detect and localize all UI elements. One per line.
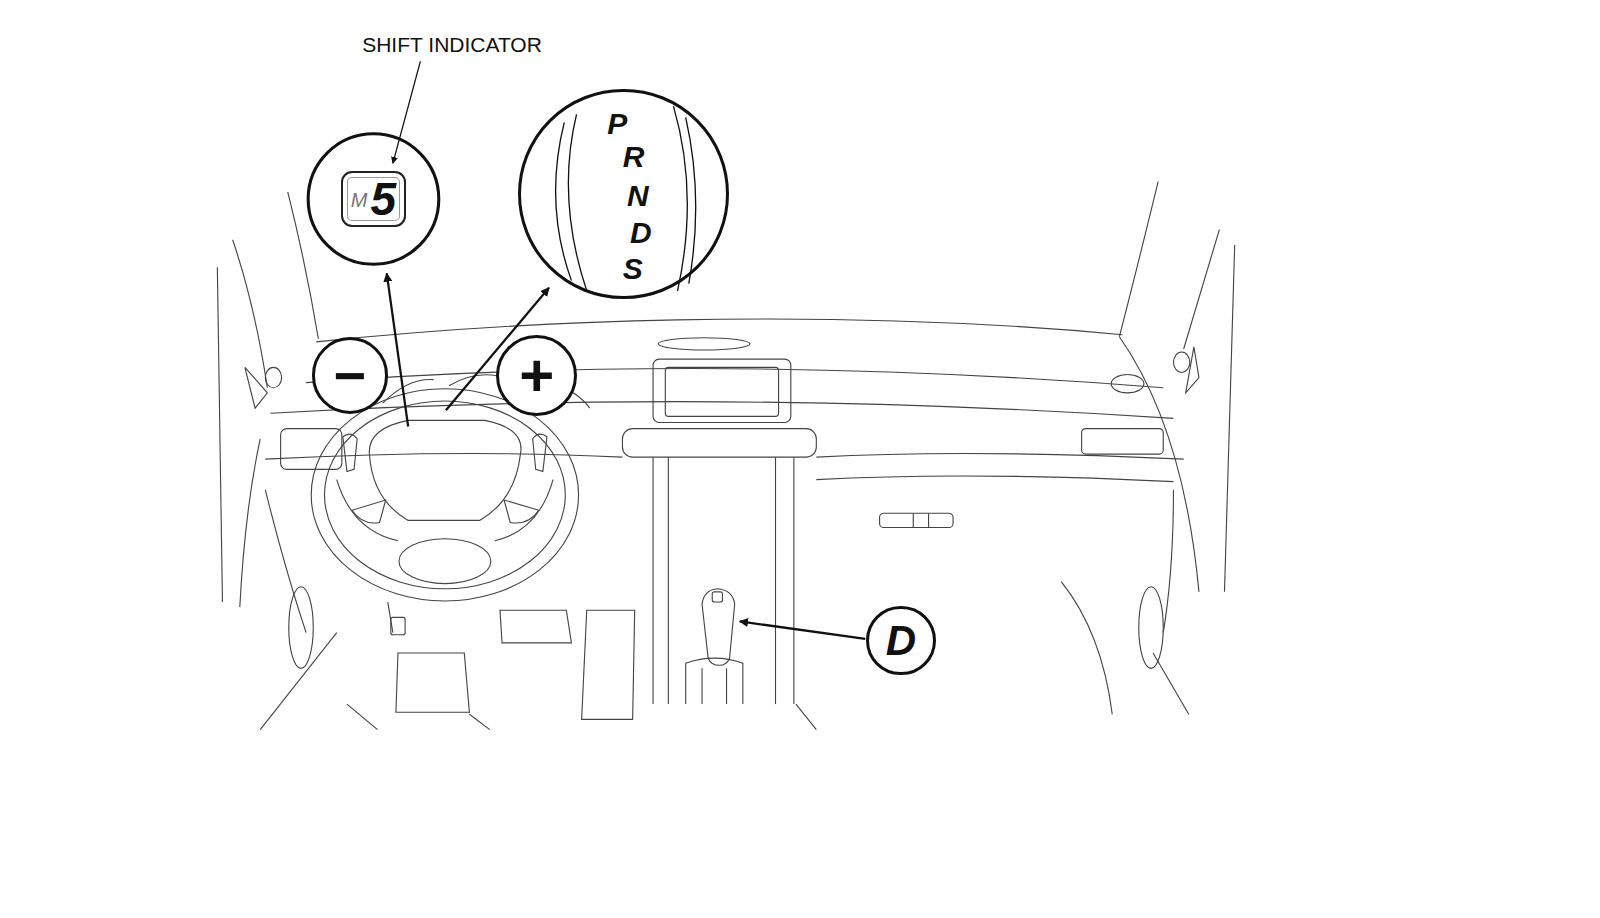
illustration-line (399, 539, 491, 584)
illustration-line (913, 513, 928, 527)
illustration-line (1184, 230, 1220, 349)
illustration-line (712, 592, 722, 602)
illustration-line (217, 267, 222, 602)
illustration-line (702, 589, 735, 666)
illustration-line (308, 134, 439, 265)
gear-letter: S (623, 254, 643, 284)
illustration-line (306, 369, 1163, 388)
illustration-line (740, 621, 866, 638)
illustration-line (289, 587, 313, 669)
illustration-line (1224, 245, 1234, 592)
illustration-line (240, 439, 260, 607)
gear-letter: R (623, 142, 645, 172)
illustration-line (653, 359, 791, 422)
illustration-line (880, 513, 953, 527)
illustration-line (1139, 587, 1163, 669)
illustration-line (668, 457, 669, 704)
illustration-line (775, 457, 776, 704)
illustration-line (582, 610, 635, 719)
illustration-line (504, 500, 539, 523)
illustration-line (1163, 490, 1173, 633)
callout-circle: + (496, 335, 577, 416)
callout-circle: − (312, 337, 389, 414)
illustration-line (383, 379, 434, 403)
illustration-line (1082, 429, 1164, 455)
callout-symbol: − (334, 348, 367, 404)
illustration-line (652, 457, 653, 704)
illustration-line (281, 429, 342, 470)
illustration-line (324, 401, 565, 589)
illustration-line (352, 500, 386, 523)
gear-letter: N (627, 181, 649, 211)
illustration-line (816, 476, 1173, 482)
illustration-line (233, 240, 268, 388)
illustration-line (673, 106, 687, 291)
callout-circle: D (866, 606, 935, 675)
illustration-line (1173, 352, 1189, 372)
illustration-line (347, 582, 1112, 730)
illustration-line (311, 389, 578, 601)
callout-symbol: + (519, 346, 554, 406)
illustration-line (387, 273, 408, 426)
illustration-line (816, 454, 1183, 460)
illustration-line (337, 480, 398, 541)
illustration-line (396, 653, 469, 712)
illustration-line (393, 61, 421, 163)
gear-letter: D (630, 218, 652, 248)
gear-position-dial: PRNDS (518, 89, 728, 299)
illustration-line (1111, 374, 1144, 392)
illustration-line (726, 668, 727, 704)
illustration-line (265, 367, 281, 387)
shift-indicator-display: M5 (341, 171, 406, 227)
illustration-line (369, 420, 521, 520)
illustration-line (288, 192, 319, 339)
gear-digit: 5 (371, 176, 397, 222)
callout-arrows (308, 61, 865, 639)
illustration-line (658, 338, 750, 350)
mode-letter: M (351, 190, 368, 210)
illustration-line (265, 490, 306, 633)
illustration-line (245, 367, 267, 408)
illustration-line (1119, 182, 1158, 337)
callout-symbol: D (886, 620, 916, 662)
illustration-line (622, 429, 816, 458)
illustration-line (686, 658, 743, 704)
gear-letter: P (607, 109, 627, 139)
illustration-line (533, 434, 547, 471)
illustration-line (701, 668, 702, 704)
illustration-line (495, 480, 553, 541)
illustration-line (686, 117, 696, 283)
illustration-line (260, 633, 337, 730)
illustration-line (500, 610, 571, 643)
illustration-line (391, 617, 405, 634)
illustration-line (1153, 653, 1189, 714)
illustration-line (343, 434, 357, 471)
part-label: SHIFT INDICATOR (362, 33, 542, 57)
illustration-line (568, 114, 586, 291)
illustration-line (793, 457, 794, 704)
illustration-line (665, 367, 778, 416)
illustration-line (1119, 337, 1199, 592)
